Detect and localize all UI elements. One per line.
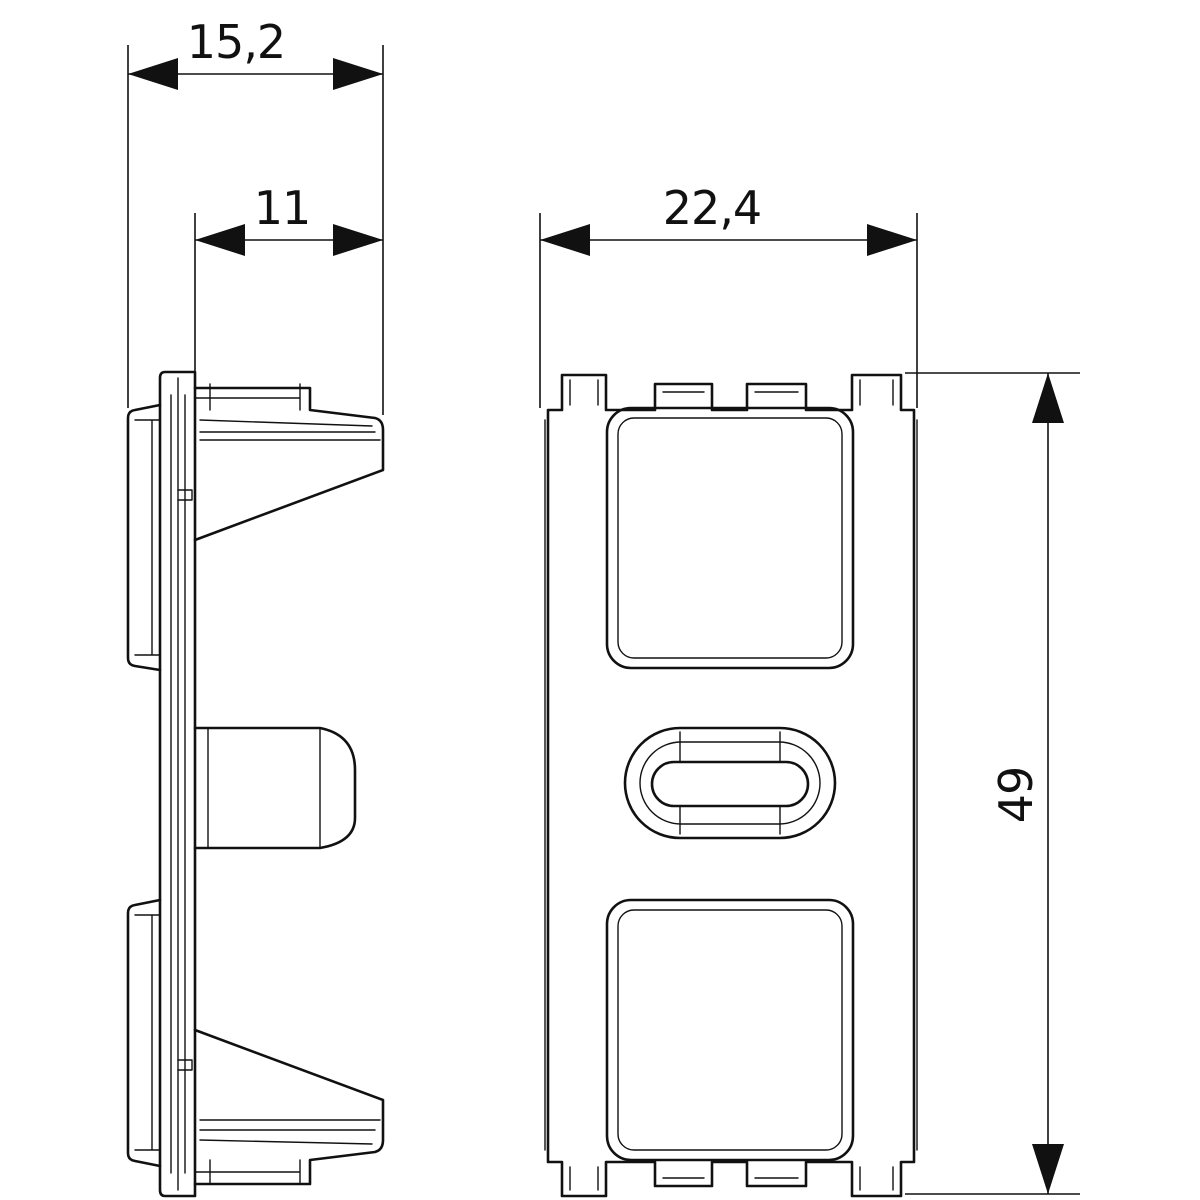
- arrow-left: [128, 58, 178, 90]
- side-cover-profile: [126, 403, 162, 1168]
- dim-label-15-2: 15,2: [187, 15, 285, 69]
- front-window-top: [605, 406, 855, 670]
- arrow-left: [195, 224, 245, 256]
- side-plate-inner-lines: [170, 377, 186, 1191]
- side-view: [126, 370, 385, 1198]
- dimension-side-body-depth: 11: [194, 181, 383, 372]
- arrow-left: [540, 224, 590, 256]
- dimension-side-total-depth: 15,2: [127, 15, 384, 415]
- side-plate-notches: [177, 489, 193, 1071]
- front-window-top-inner: [617, 417, 843, 659]
- dimension-front-width: 22,4: [539, 181, 918, 408]
- side-main-plate: [158, 370, 197, 1198]
- front-slot-mid: [639, 741, 821, 825]
- front-slot-ribs: [679, 731, 781, 835]
- front-outline-inner: [544, 379, 918, 1191]
- dim-label-49: 49: [989, 767, 1043, 824]
- dim-label-22-4: 22,4: [663, 181, 761, 235]
- front-window-bottom-inner: [617, 909, 843, 1151]
- front-view: [544, 373, 918, 1198]
- side-cover-inner: [134, 419, 161, 1151]
- front-window-bottom: [605, 898, 855, 1162]
- dim-label-11: 11: [254, 181, 311, 235]
- arrow-right: [333, 58, 383, 90]
- front-outline: [546, 373, 916, 1198]
- dimension-front-height: 49: [905, 372, 1080, 1195]
- side-bottom-wedge: [193, 1028, 385, 1186]
- side-latch-detail: [207, 727, 321, 849]
- arrow-bottom: [1032, 1144, 1064, 1194]
- arrow-right: [333, 224, 383, 256]
- arrow-top: [1032, 373, 1064, 423]
- side-top-wedge-detail: [194, 383, 381, 441]
- side-bottom-wedge-detail: [194, 1119, 381, 1185]
- front-slot-outer: [623, 726, 837, 840]
- front-slot-inner: [650, 760, 810, 808]
- side-latch: [193, 726, 357, 850]
- arrow-right: [867, 224, 917, 256]
- side-top-wedge: [193, 386, 385, 542]
